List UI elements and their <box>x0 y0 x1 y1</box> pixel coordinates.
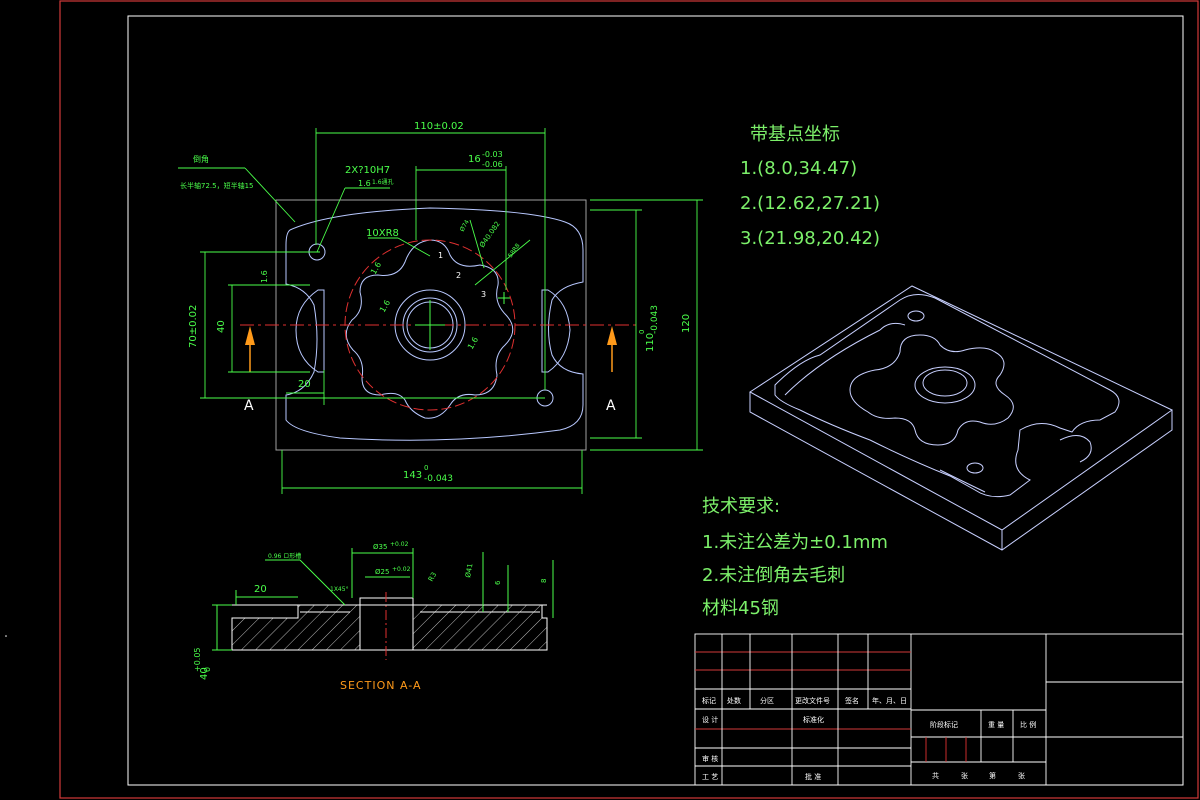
section-marker-right: A <box>606 398 616 414</box>
svg-text:3: 3 <box>481 290 486 299</box>
plan-view <box>240 199 640 451</box>
dim-slot-width: 16 <box>468 154 481 165</box>
coord-item-3: 3.(21.98,20.42) <box>740 228 880 249</box>
dim-height-40: 40 <box>216 320 227 333</box>
tb-standardize: 标准化 <box>803 715 824 724</box>
dim-bottom-upper: 0 <box>424 464 428 472</box>
tb-sheet-no: 第 <box>989 771 996 780</box>
dim-slot-lower: -0.06 <box>482 160 503 169</box>
tb-label-4: 签名 <box>845 696 859 705</box>
sec-r: R3 <box>427 571 439 583</box>
tb-label-2: 分区 <box>760 696 774 705</box>
dim-roughness-1: 1.6 <box>260 270 269 283</box>
tech-title: 技术要求: <box>702 496 780 517</box>
dim-hole-note: 1.6通孔 <box>372 178 394 186</box>
coord-item-2: 2.(12.62,27.21) <box>740 193 880 214</box>
leader-note: 长半轴72.5，短半轴15 <box>180 181 254 190</box>
tb-label-0: 标记 <box>702 696 716 705</box>
dim-height-110-upper: 0 <box>638 330 646 334</box>
dim-height-70: 70±0.02 <box>188 305 199 348</box>
tb-review: 审 核 <box>702 754 718 763</box>
tb-label-5: 年、月、日 <box>872 696 907 705</box>
dim-bottom-lower: -0.043 <box>424 474 453 484</box>
dim-roughness-2: 1.6 <box>369 260 383 276</box>
sec-bore: Ø35 <box>373 543 387 551</box>
section-texts: 20 40 +0.05 0 Ø35 +0.02 Ø25 +0.02 0.96 ロ… <box>193 541 548 680</box>
section-arrows <box>245 326 617 372</box>
tb-sheets-word: 张 <box>961 771 968 780</box>
section-title: SECTION A-A <box>340 679 422 692</box>
dim-width-20: 20 <box>298 379 311 390</box>
isometric-view <box>749 285 1173 551</box>
dimension-lines <box>178 128 703 494</box>
tb-stage-mark: 阶段标记 <box>930 720 958 729</box>
coords-title: 带基点坐标 <box>750 124 840 145</box>
sec-depth-tol2: 0 <box>203 667 212 672</box>
right-slot <box>541 289 571 373</box>
star-pocket <box>345 239 514 419</box>
tb-process: 工 艺 <box>702 773 718 781</box>
sec-depth: 40 <box>199 667 210 680</box>
tech-item-3: 材料45钢 <box>702 598 779 619</box>
dim-top-width: 110±0.02 <box>414 121 464 132</box>
part-profile <box>285 207 584 441</box>
dim-hole-spec: 2X?10H7 <box>345 165 390 176</box>
tb-scale: 比 例 <box>1020 720 1036 729</box>
tb-sheets-total: 共 <box>932 771 939 780</box>
sec-depth-tol: +0.05 <box>193 647 202 672</box>
dimension-texts: 110±0.02 16 -0.03 -0.06 2X?10H7 1.6 1.6通… <box>188 121 692 484</box>
dim-height-110: 110 <box>645 333 656 352</box>
drawing-frame <box>127 15 1184 786</box>
dim-hole-roughness: 1.6 <box>358 179 371 188</box>
sec-6: 6 <box>494 580 502 585</box>
title-block <box>694 633 1184 786</box>
sec-bore2-tol: +0.02 <box>392 566 411 573</box>
tb-approve: 批 准 <box>805 772 821 781</box>
dim-height-110-lower: -0.043 <box>650 305 660 334</box>
sec-bore2: Ø25 <box>375 568 389 576</box>
section-view <box>212 548 554 660</box>
dim-dia-40: Ø40.082 <box>478 220 502 249</box>
dim-bottom-width: 143 <box>403 470 422 481</box>
title-block-texts: 标记 处数 分区 更改文件号 签名 年、月、日 设 计 标准化 审 核 工 艺 … <box>702 696 1036 781</box>
sec-w20: 20 <box>254 584 267 595</box>
left-slot <box>295 289 325 373</box>
dim-roughness-3: 1.6 <box>378 298 392 314</box>
sec-chamfer: 1X45° <box>330 586 349 593</box>
sec-bore-tol: +0.02 <box>390 541 409 548</box>
dim-roughness-4: 1.6 <box>466 335 480 351</box>
dim-r-label: 58R8 <box>507 242 522 259</box>
tb-design: 设 计 <box>702 715 718 724</box>
tb-label-1: 处数 <box>727 696 741 705</box>
section-marker-left: A <box>244 398 254 414</box>
dim-slot-upper: -0.03 <box>482 150 503 159</box>
tb-weight: 重 量 <box>988 721 1004 729</box>
tb-sheet-word: 张 <box>1018 771 1025 780</box>
dim-star-spec: 10XR8 <box>366 228 399 239</box>
sec-note: 0.96 ロ形槽 <box>268 552 301 560</box>
svg-text:2: 2 <box>456 271 461 280</box>
sheet-border <box>59 0 1199 799</box>
tech-item-2: 2.未注倒角去毛刺 <box>702 565 845 586</box>
sec-d: Ø41 <box>464 563 474 579</box>
sec-8: 8 <box>540 579 548 583</box>
tech-item-1: 1.未注公差为±0.1mm <box>702 532 888 553</box>
dim-dia-74: Ø74 <box>459 219 471 233</box>
svg-text:1: 1 <box>438 251 443 260</box>
coord-item-1: 1.(8.0,34.47) <box>740 158 857 179</box>
tb-label-3: 更改文件号 <box>795 696 830 705</box>
dim-height-120: 120 <box>681 314 692 333</box>
leader-title: 倒角 <box>193 154 209 164</box>
